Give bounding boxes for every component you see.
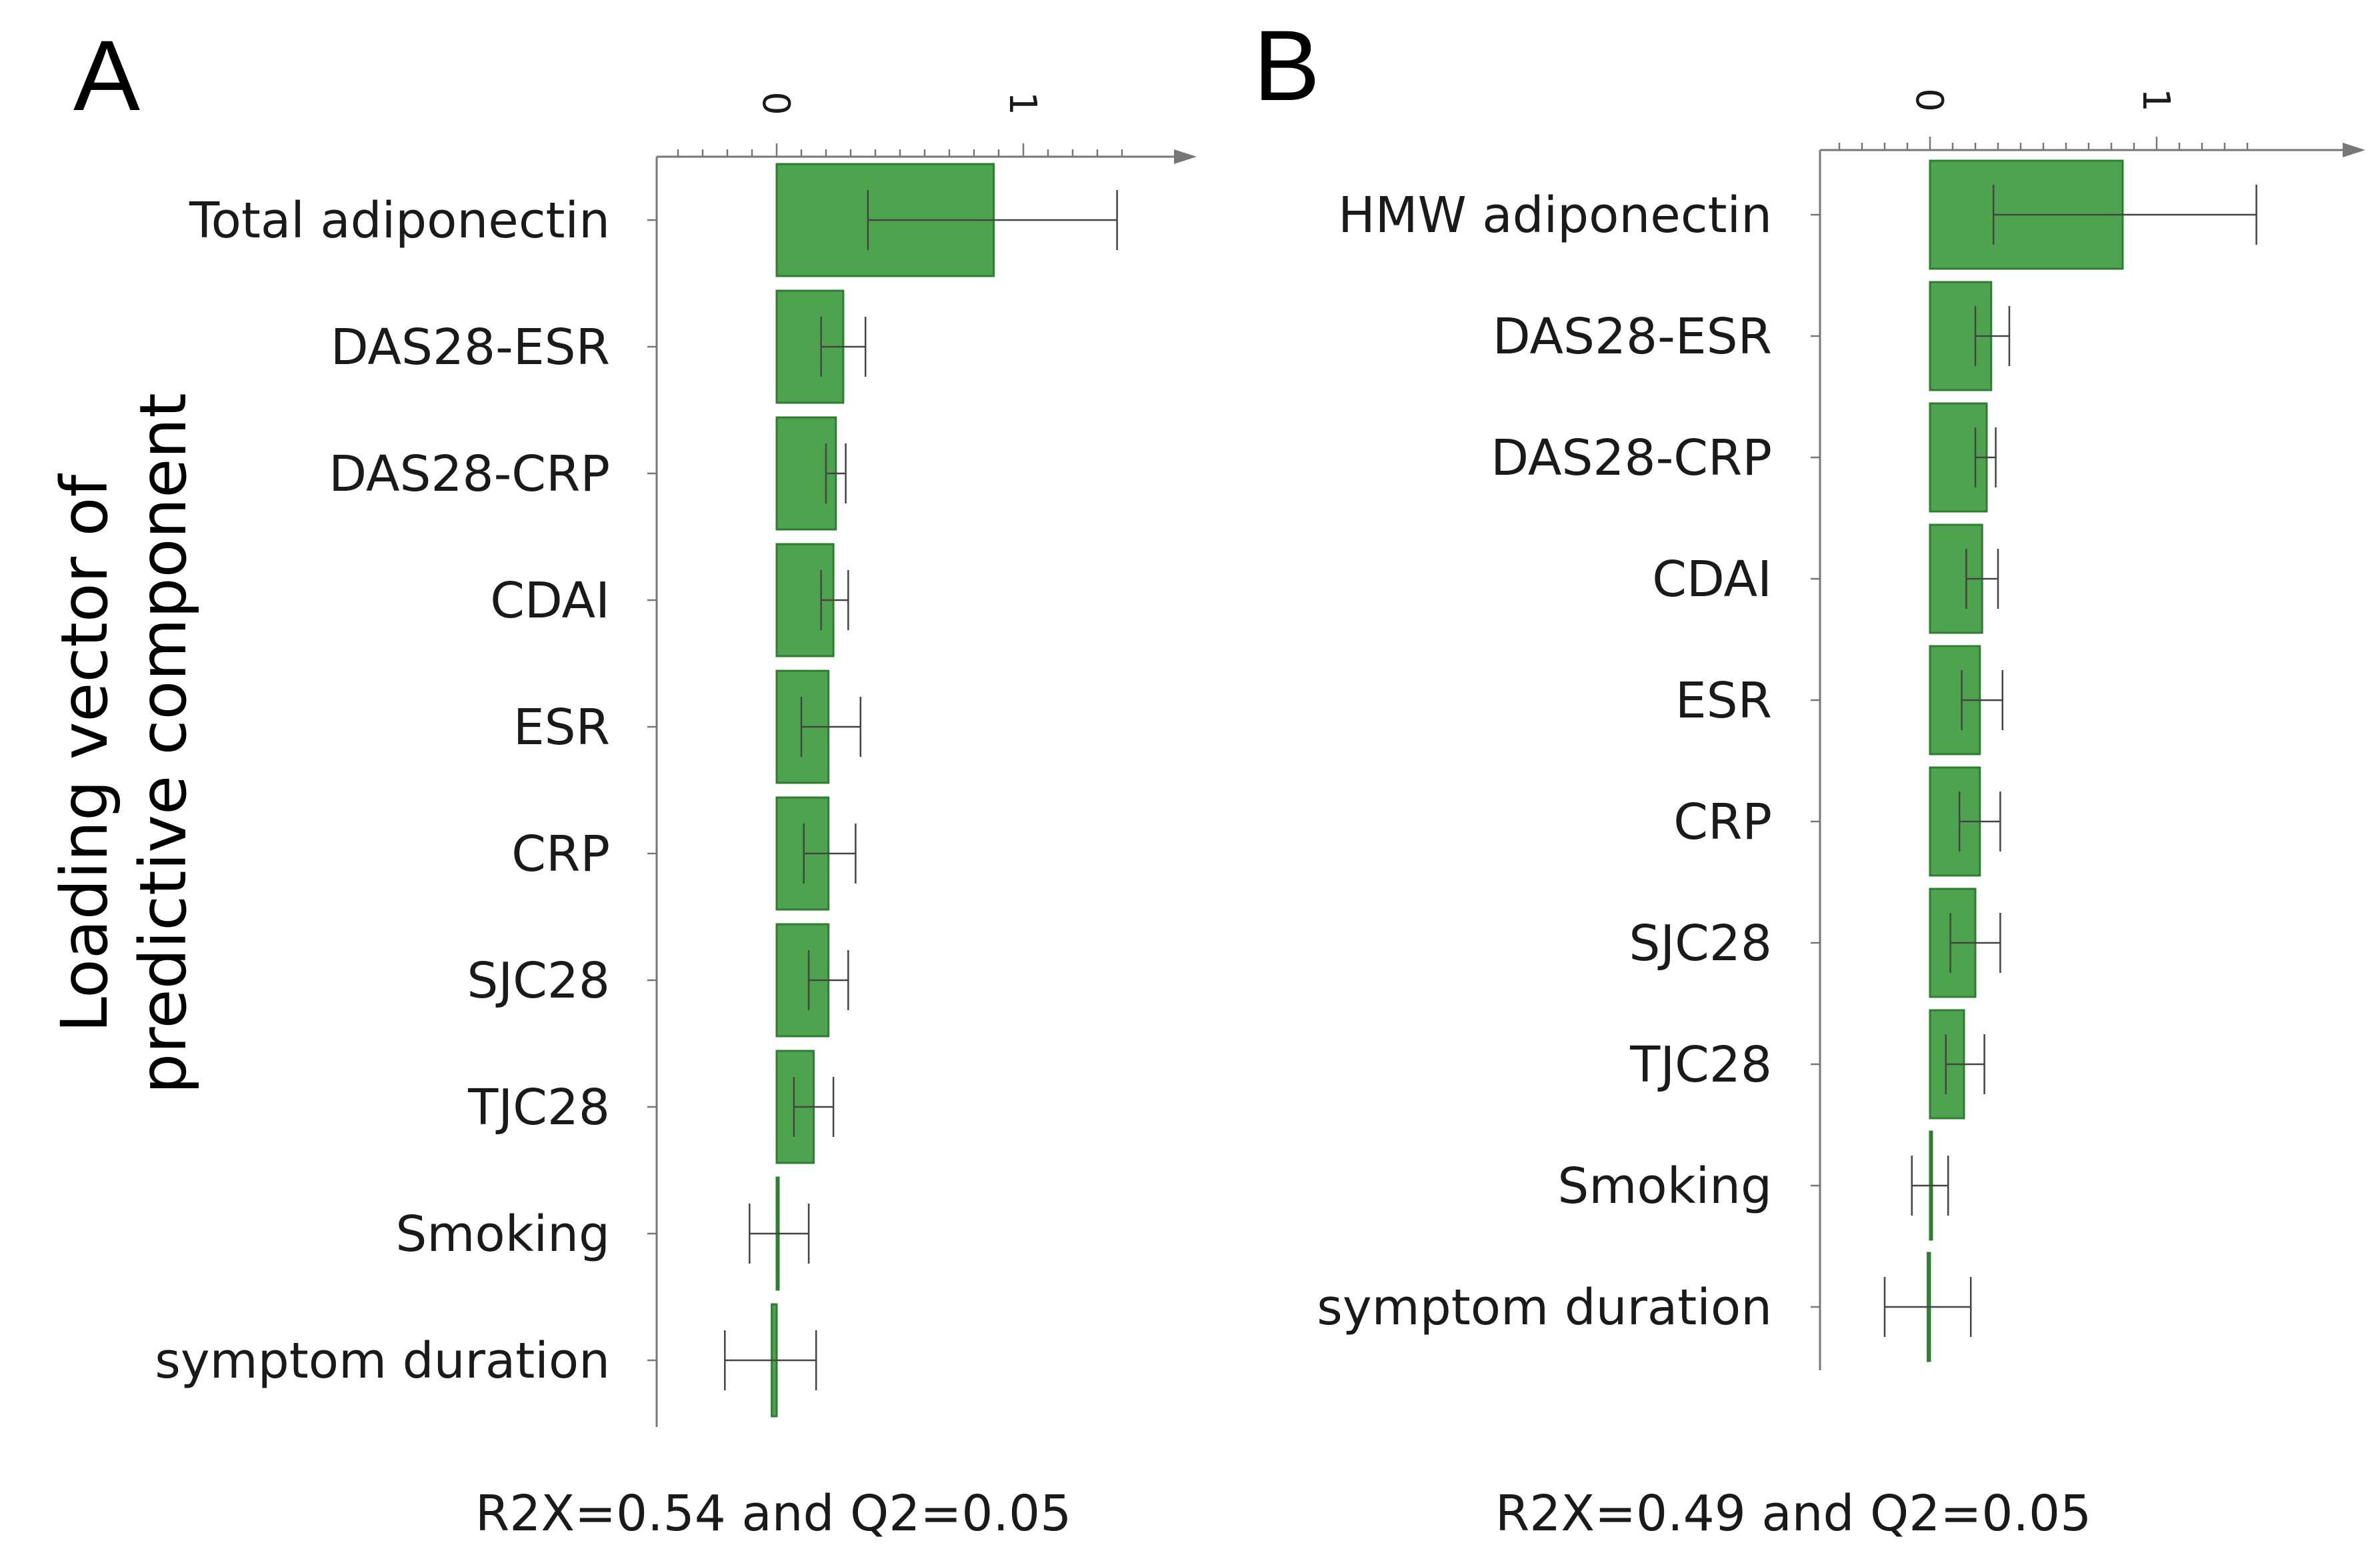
- category-label-symptom-duration: symptom duration: [155, 1332, 610, 1390]
- y-axis-label-line-2: predictive component: [126, 393, 201, 1094]
- category-label-crp: CRP: [1673, 794, 1772, 851]
- category-label-hmw-adiponectin: HMW adiponectin: [1338, 187, 1772, 244]
- category-label-symptom-duration: symptom duration: [1317, 1279, 1772, 1336]
- category-label-das28-crp: DAS28-CRP: [1491, 429, 1772, 487]
- category-label-esr: ESR: [1675, 672, 1772, 729]
- tick-label-0: 0: [754, 91, 797, 115]
- category-label-smoking: Smoking: [1557, 1158, 1772, 1215]
- category-label-smoking: Smoking: [395, 1206, 610, 1263]
- category-label-crp: CRP: [511, 826, 610, 883]
- panel-caption: R2X=0.49 and Q2=0.05: [1495, 1485, 2091, 1542]
- category-label-total-adiponectin: Total adiponectin: [189, 192, 610, 249]
- tick-label-1: 1: [1001, 91, 1044, 115]
- category-label-das28-crp: DAS28-CRP: [329, 445, 610, 503]
- tick-label-1: 1: [2134, 88, 2177, 112]
- category-label-esr: ESR: [513, 699, 610, 756]
- category-label-cdai: CDAI: [490, 572, 610, 629]
- value-axis-arrowhead: [2343, 143, 2365, 157]
- panel-letter: A: [73, 19, 140, 131]
- tick-label-0: 0: [1907, 88, 1951, 112]
- category-label-tjc28: TJC28: [467, 1079, 610, 1136]
- y-axis-label: Loading vector of predictive component: [47, 393, 201, 1094]
- category-label-tjc28: TJC28: [1629, 1036, 1772, 1094]
- value-axis-arrowhead: [1174, 149, 1197, 164]
- y-axis-label-line-1: Loading vector of: [47, 473, 122, 1033]
- category-label-sjc28: SJC28: [467, 952, 610, 1010]
- panel-letter: B: [1253, 9, 1320, 121]
- category-label-das28-esr: DAS28-ESR: [331, 319, 610, 376]
- panel-caption: R2X=0.54 and Q2=0.05: [475, 1485, 1071, 1542]
- category-label-sjc28: SJC28: [1629, 915, 1772, 972]
- category-label-das28-esr: DAS28-ESR: [1493, 308, 1772, 365]
- category-label-cdai: CDAI: [1652, 551, 1772, 608]
